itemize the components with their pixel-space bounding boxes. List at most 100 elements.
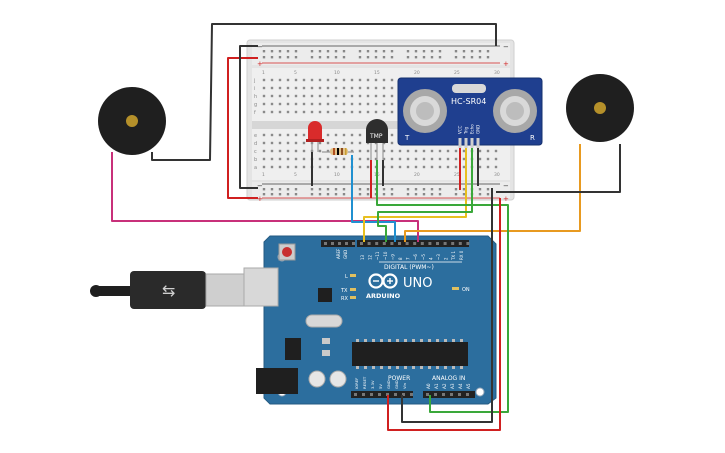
terminal-hole — [358, 149, 362, 153]
rail-holes-bottom — [262, 188, 490, 196]
terminal-hole — [342, 94, 346, 98]
terminal-hole — [374, 86, 378, 90]
rail-hole — [374, 50, 378, 53]
smd-component — [322, 338, 330, 344]
row-letter: g — [254, 102, 257, 108]
terminal-hole — [350, 141, 354, 145]
terminal-hole — [422, 157, 426, 161]
terminal-hole — [454, 157, 458, 161]
terminal-hole — [406, 149, 410, 153]
terminal-hole — [262, 102, 266, 106]
rail-hole — [438, 193, 442, 196]
terminal-hole — [358, 165, 362, 169]
terminal-hole — [326, 86, 330, 90]
pin-label: ~11 — [375, 251, 380, 260]
rail-hole — [358, 193, 362, 196]
rail-hole — [462, 50, 466, 53]
terminal-hole — [430, 157, 434, 161]
terminal-hole — [278, 141, 282, 145]
column-number: 25 — [454, 172, 460, 178]
header-hole — [410, 393, 413, 396]
mcu-pin — [388, 366, 391, 369]
rail-hole — [374, 56, 378, 59]
rail-hole — [286, 193, 290, 196]
wire-black-buzzer-right-gnd — [496, 144, 621, 193]
rail-plus-mark: + — [257, 60, 263, 68]
pin-label: GND — [386, 380, 391, 389]
pin-label: IOREF — [354, 378, 359, 389]
column-number: 30 — [494, 70, 500, 76]
terminal-hole — [350, 110, 354, 114]
terminal-hole — [350, 78, 354, 82]
reset-button-cap[interactable] — [282, 247, 292, 257]
terminal-hole — [278, 110, 282, 114]
terminal-hole — [286, 110, 290, 114]
terminal-hole — [342, 86, 346, 90]
header-hole — [345, 242, 348, 245]
rail-hole — [414, 193, 418, 196]
mcu-pin — [444, 366, 447, 369]
terminal-hole — [286, 94, 290, 98]
rail-hole — [294, 56, 298, 59]
wire-black-buzzer-left-gnd — [151, 23, 497, 161]
usb-plug-metal — [205, 273, 245, 307]
terminal-hole — [350, 94, 354, 98]
rail-hole — [262, 50, 266, 53]
mcu-pin — [420, 366, 423, 369]
rail-hole — [414, 56, 418, 59]
terminal-hole — [342, 133, 346, 137]
terminal-hole — [454, 165, 458, 169]
rail-hole — [406, 193, 410, 196]
header-hole — [394, 393, 397, 396]
row-letter: f — [254, 110, 256, 116]
rail-hole — [406, 188, 410, 191]
terminal-hole — [390, 157, 394, 161]
terminal-hole — [302, 110, 306, 114]
terminal-hole — [286, 86, 290, 90]
column-number: 1 — [262, 70, 265, 76]
resistor-band — [345, 148, 347, 155]
rail-hole — [390, 193, 394, 196]
rail-hole — [462, 56, 466, 59]
rail-hole — [294, 193, 298, 196]
header-hole — [413, 242, 417, 245]
terminal-hole — [302, 78, 306, 82]
crystal-oscillator — [305, 314, 343, 328]
rail-plus-mark: + — [503, 60, 509, 68]
rail-hole — [286, 50, 290, 53]
led-body — [308, 121, 322, 140]
terminal-hole — [494, 149, 498, 153]
rail-hole — [438, 50, 442, 53]
column-number: 20 — [414, 172, 420, 178]
rail-hole — [326, 56, 330, 59]
terminal-hole — [302, 94, 306, 98]
terminal-hole — [286, 157, 290, 161]
resistor — [322, 148, 354, 155]
terminal-hole — [374, 102, 378, 106]
terminal-hole — [438, 157, 442, 161]
terminal-hole — [326, 141, 330, 145]
sensor-pin-label: Trig — [464, 126, 469, 135]
mcu-pin — [436, 366, 439, 369]
rail-hole — [366, 56, 370, 59]
terminal-hole — [342, 141, 346, 145]
terminal-hole — [262, 133, 266, 137]
terminal-hole — [270, 102, 274, 106]
mcu-pin — [420, 339, 423, 342]
rail-hole — [414, 188, 418, 191]
terminal-hole — [366, 110, 370, 114]
terminal-hole — [270, 110, 274, 114]
terminal-hole — [310, 78, 314, 82]
pin-label: GND — [343, 250, 348, 259]
terminal-hole — [310, 102, 314, 106]
pin-label: GND — [394, 380, 399, 389]
terminal-hole — [278, 133, 282, 137]
pin-label: A5 — [466, 383, 471, 389]
header-hole — [434, 393, 437, 396]
terminal-hole — [454, 149, 458, 153]
rail-hole — [342, 193, 346, 196]
header-hole — [426, 393, 429, 396]
terminal-hole — [262, 165, 266, 169]
terminal-hole — [262, 157, 266, 161]
